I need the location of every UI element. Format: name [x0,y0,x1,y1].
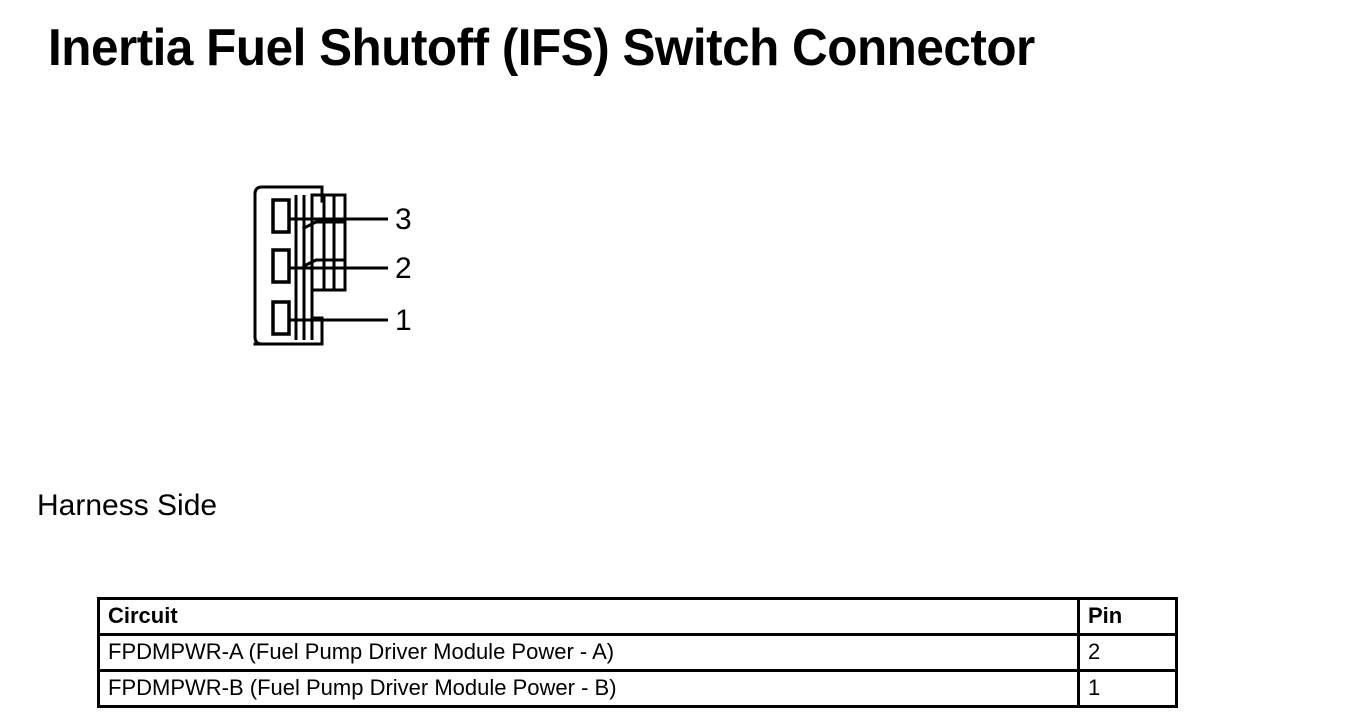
pin-cavities [271,198,291,336]
harness-side-caption: Harness Side [37,489,218,522]
pin-cavity-2 [271,248,291,284]
pin-lead-lines [289,217,388,322]
pin-cavity-3 [271,198,291,234]
pin-label-3: 3 [395,203,412,236]
pin-cavity-1 [271,300,291,336]
column-header-circuit: Circuit [97,597,1080,636]
connector-diagram: 3 2 1 [240,178,440,358]
pin-table-head: Circuit Pin [97,597,1178,636]
pin-table: Circuit Pin FPDMPWR-A (Fuel Pump Driver … [97,597,1178,708]
cell-circuit: FPDMPWR-A (Fuel Pump Driver Module Power… [97,633,1080,672]
column-header-pin: Pin [1077,597,1178,636]
page-title: Inertia Fuel Shutoff (IFS) Switch Connec… [48,19,1035,77]
connector-latch-box [301,193,347,292]
pin-number-labels: 3 2 1 [395,203,412,337]
cell-pin: 1 [1077,669,1178,708]
pin-table-container: Circuit Pin FPDMPWR-A (Fuel Pump Driver … [97,597,1178,708]
table-row: FPDMPWR-A (Fuel Pump Driver Module Power… [97,633,1178,672]
table-header-row: Circuit Pin [97,597,1178,636]
connector-diagram-svg: 3 2 1 [253,185,412,346]
cell-pin: 2 [1077,633,1178,672]
pin-label-2: 2 [395,252,412,285]
table-row: FPDMPWR-B (Fuel Pump Driver Module Power… [97,669,1178,708]
cell-circuit: FPDMPWR-B (Fuel Pump Driver Module Power… [97,669,1080,708]
pin-table-body: FPDMPWR-A (Fuel Pump Driver Module Power… [97,633,1178,708]
connector-bottom-step [253,316,324,346]
pin-label-1: 1 [395,304,412,337]
